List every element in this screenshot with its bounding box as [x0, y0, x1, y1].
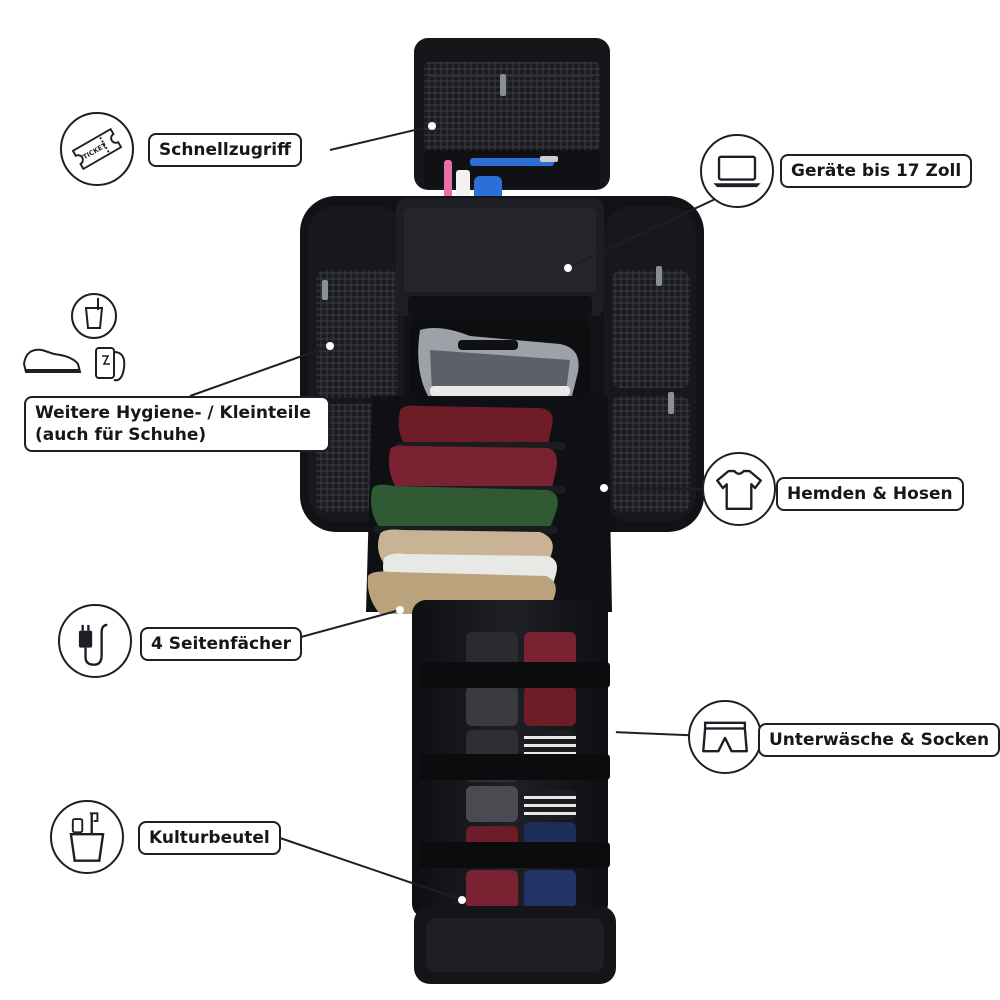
label-devices: Geräte bis 17 Zoll: [780, 154, 973, 188]
label-toiletry-bag: Kulturbeutel: [138, 821, 281, 855]
lower-compartment: [412, 600, 616, 984]
top-flap: [414, 38, 610, 190]
shoe-compartment: [410, 320, 590, 402]
label-underwear: Unterwäsche & Socken: [758, 723, 1000, 757]
shirt-organizer: [366, 396, 612, 614]
striped-sock-1: [524, 730, 576, 760]
leader-dots: [326, 122, 616, 904]
label-hygiene-line2: (auch für Schuhe): [35, 425, 207, 445]
boxer-shorts-icon: [688, 700, 762, 774]
label-shirts: Hemden & Hosen: [776, 477, 964, 511]
label-quick-access: Schnellzugriff: [148, 133, 302, 167]
cup-toothbrush-shoe-powerbank-icon: [18, 290, 138, 390]
ticket-icon: TICKET: [60, 112, 134, 186]
striped-sock-2: [524, 790, 576, 820]
charger-cable-icon: [58, 604, 132, 678]
label-hygiene: Weitere Hygiene- / Kleinteile (auch für …: [24, 396, 330, 452]
laptop-icon: [700, 134, 774, 208]
label-side-pockets: 4 Seitenfächer: [140, 627, 303, 661]
toothbrush-cup-icon: [50, 800, 124, 874]
tshirt-icon: [702, 452, 776, 526]
label-hygiene-line1: Weitere Hygiene- / Kleinteile: [35, 403, 311, 423]
